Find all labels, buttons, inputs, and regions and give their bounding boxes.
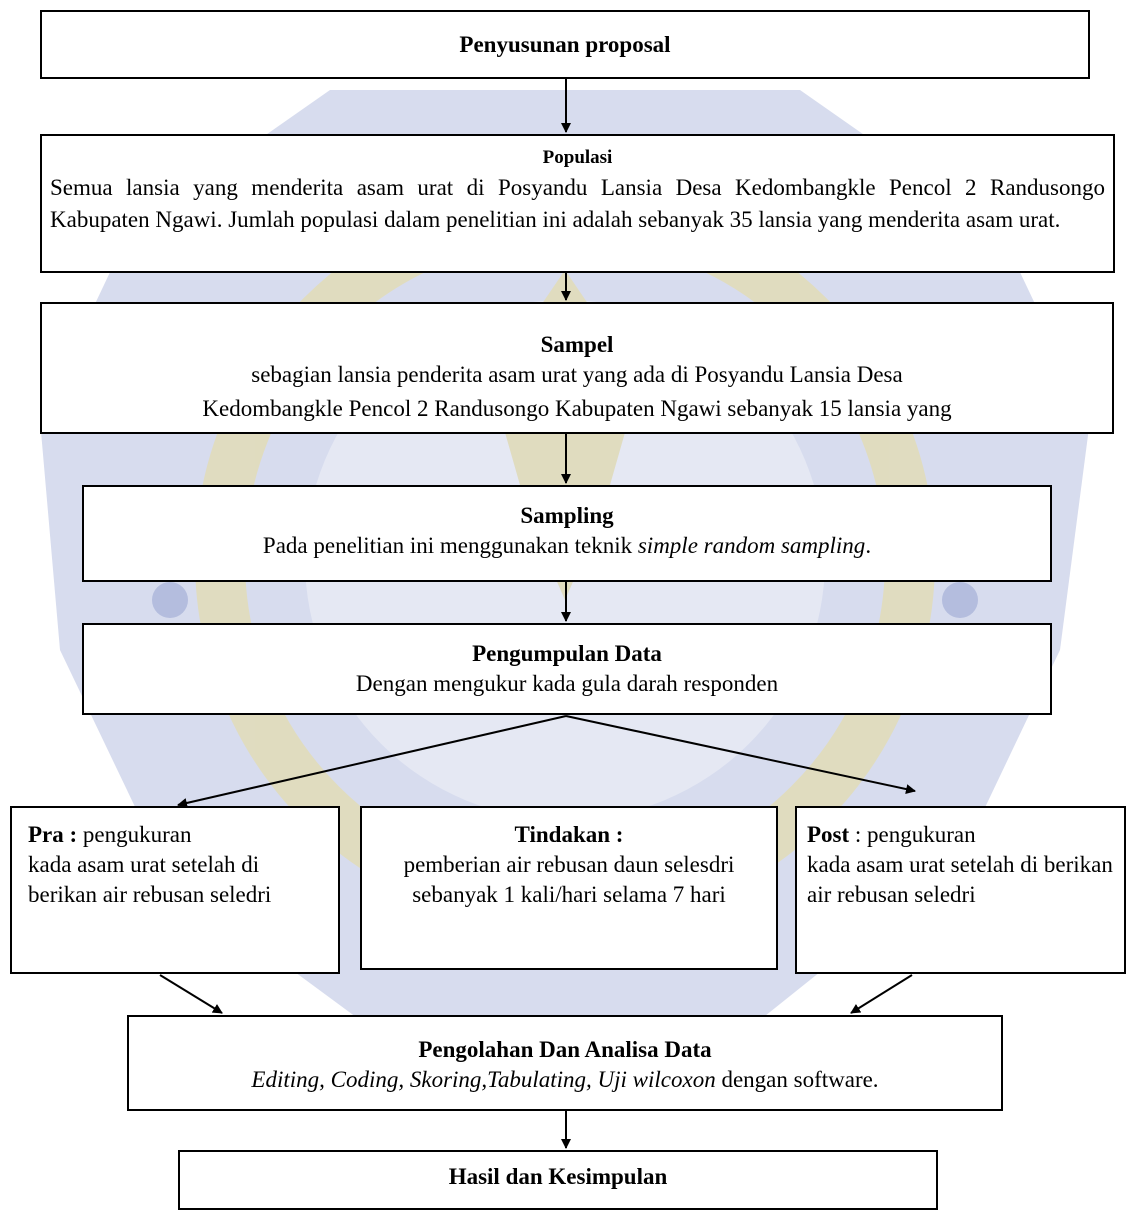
sampel-line-2: Kedombangkle Pencol 2 Randusongo Kabupat… (202, 396, 952, 421)
populasi-text: Semua lansia yang menderita asam urat di… (50, 175, 1105, 232)
pengolahan-text-end: dengan software. (715, 1067, 879, 1092)
box-populasi: Populasi Semua lansia yang menderita asa… (40, 134, 1115, 273)
pengolahan-text: Editing, Coding, Skoring,Tabulating, Uji… (129, 1065, 1001, 1095)
box-hasil-kesimpulan: Hasil dan Kesimpulan (178, 1150, 938, 1210)
sampling-text-plain: Pada penelitian ini menggunakan teknik (262, 533, 638, 558)
pengolahan-text-italic: Editing, Coding, Skoring,Tabulating, Uji… (251, 1067, 716, 1092)
box-pengumpulan-data: Pengumpulan Data Dengan mengukur kada gu… (82, 623, 1052, 715)
pra-text-first: pengukuran (77, 822, 192, 847)
box-sampel: Sampel sebagian lansia penderita asam ur… (40, 302, 1114, 434)
sampel-title: Sampel (540, 332, 614, 357)
box-tindakan: Tindakan : pemberian air rebusan daun se… (360, 806, 778, 970)
proposal-title: Penyusunan proposal (459, 32, 671, 57)
sampel-line-1: sebagian lansia penderita asam urat yang… (251, 362, 903, 387)
hasil-title: Hasil dan Kesimpulan (448, 1164, 668, 1189)
pengumpulan-text: Dengan mengukur kada gula darah responde… (355, 671, 779, 696)
sampling-text-italic: simple random sampling (637, 533, 866, 558)
pengolahan-title: Pengolahan Dan Analisa Data (418, 1037, 712, 1062)
tindakan-text: pemberian air rebusan daun selesdri seba… (403, 852, 735, 907)
populasi-title: Populasi (542, 147, 613, 168)
box-post: Post : pengukuran kada asam urat setelah… (795, 806, 1126, 974)
post-text: kada asam urat setelah di berikan air re… (807, 852, 1113, 907)
box-pengolahan-analisa: Pengolahan Dan Analisa Data Editing, Cod… (127, 1015, 1003, 1111)
pra-text: kada asam urat setelah di berikan air re… (28, 852, 272, 907)
sampling-title: Sampling (520, 503, 614, 528)
post-label: Post (807, 822, 850, 847)
box-penyusunan-proposal: Penyusunan proposal (40, 10, 1090, 79)
sampling-text-end: . (865, 533, 872, 558)
post-text-first: : pengukuran (849, 822, 976, 847)
pra-label: Pra : (28, 822, 78, 847)
pengumpulan-title: Pengumpulan Data (472, 641, 662, 666)
box-sampling: Sampling Pada penelitian ini menggunakan… (82, 485, 1052, 582)
tindakan-title: Tindakan : (514, 822, 624, 847)
sampling-text: Pada penelitian ini menggunakan teknik s… (84, 531, 1050, 561)
box-pra: Pra : pengukuran kada asam urat setelah … (10, 806, 340, 974)
